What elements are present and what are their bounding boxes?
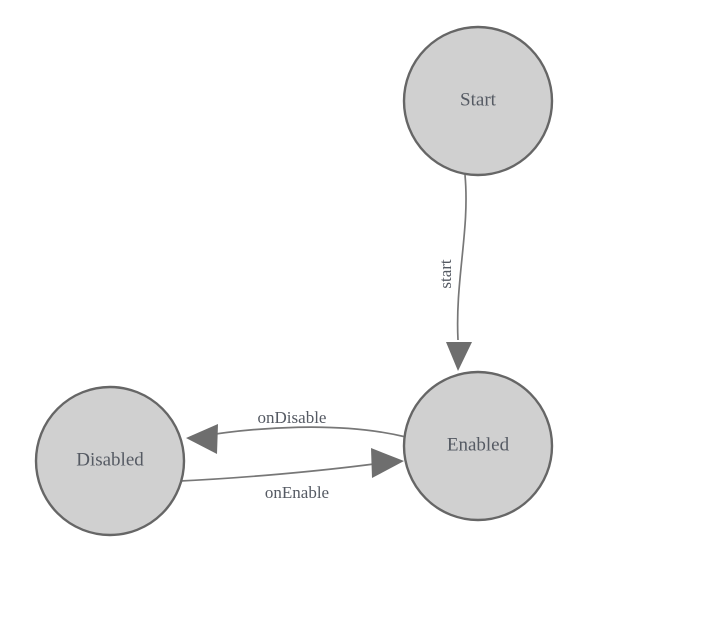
node-enabled-circle xyxy=(402,370,554,522)
edge-path-start-to-enabled xyxy=(456,174,467,341)
edge-label-start: start xyxy=(436,259,455,289)
edge-label-ondisable: onDisable xyxy=(258,408,327,427)
arrow-head-right-icon xyxy=(371,448,404,478)
node-start-circle xyxy=(402,25,554,177)
edge-disabled-to-enabled[interactable]: onEnable xyxy=(179,448,404,502)
edge-enabled-to-disabled[interactable]: onDisable xyxy=(186,408,407,454)
arrow-head-down-icon xyxy=(446,342,472,371)
edge-label-onenable: onEnable xyxy=(265,483,329,502)
node-disabled-label: Disabled xyxy=(76,449,144,470)
node-disabled[interactable]: Disabled xyxy=(34,385,186,537)
node-enabled[interactable]: Enabled xyxy=(402,370,554,522)
node-enabled-label: Enabled xyxy=(447,434,510,455)
node-disabled-circle xyxy=(34,385,186,537)
edge-path-enabled-to-disabled xyxy=(195,426,407,438)
node-start[interactable]: Start xyxy=(402,25,554,177)
arrow-head-left-icon xyxy=(186,424,218,454)
edge-path-disabled-to-enabled xyxy=(179,463,375,482)
node-start-label: Start xyxy=(460,89,497,110)
edge-start-to-enabled[interactable]: start xyxy=(436,174,472,371)
